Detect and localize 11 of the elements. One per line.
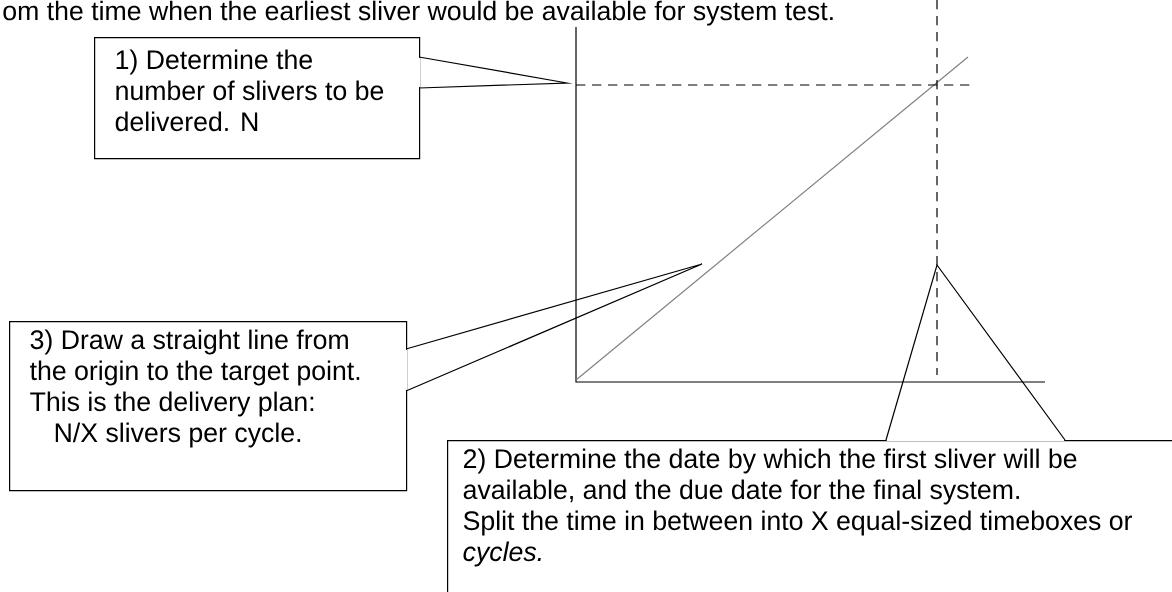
callout-text: 3) Draw a straight line from the origin to the target point.: [30, 329, 360, 386]
callout-text: Split the time in between into X equal-sized timeboxes or cycles.: [463, 510, 1132, 567]
callout-box: [447, 440, 1172, 592]
callout-text: 1) Determine the number of slivers to be delivered. N: [115, 49, 384, 132]
callout-pointer: [417, 56, 573, 89]
callout-box: [9, 321, 408, 492]
callout-text: 2) Determine the date by which the first sliver will be available, and the due date for the final system.: [463, 448, 1077, 505]
callout-text: This is the delivery plan:: [30, 391, 314, 417]
callout-pointer: [404, 263, 703, 392]
callout-text: N/X slivers per cycle.: [55, 422, 301, 448]
callout-box: [94, 37, 421, 160]
